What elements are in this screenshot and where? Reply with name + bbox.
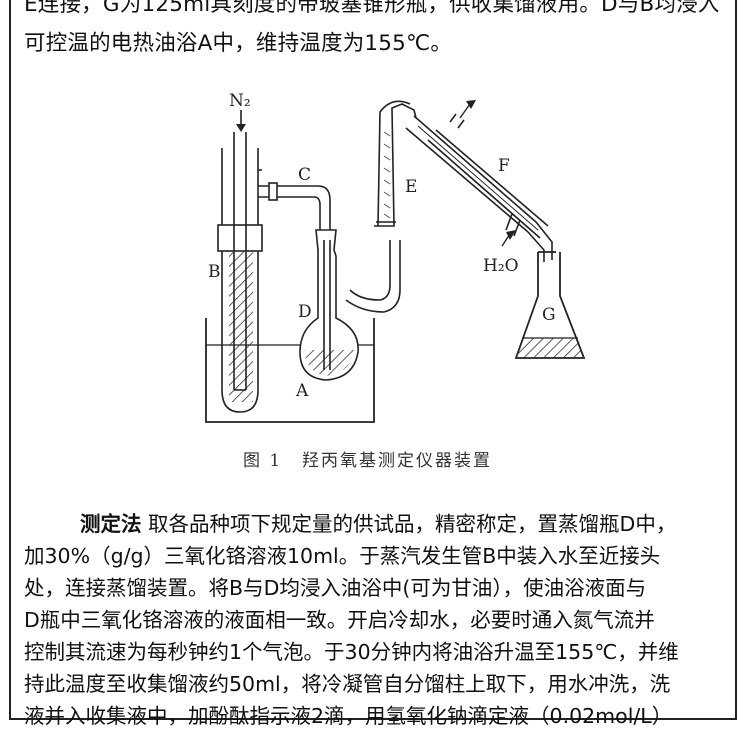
method-line-3: 处，连接蒸馏装置。将B与D均浸入油浴中(可为甘油），使油浴液面与 <box>24 576 647 600</box>
condenser-f <box>405 113 553 262</box>
label-b: B <box>208 262 221 282</box>
connecting-tube-c <box>258 182 331 230</box>
label-d: D <box>298 302 312 322</box>
label-g: G <box>542 305 556 325</box>
nitrogen-inlet-arrow <box>236 110 246 132</box>
intro-line-2: 可控温的电热油浴A中，维持温度为155℃。 <box>24 31 453 56</box>
method-line-4: D瓶中三氧化铬溶液的液面相一致。开启冷却水，必要时通入氮气流并 <box>24 608 655 632</box>
fractionating-column-e <box>374 100 417 227</box>
apparatus-figure: N₂ A B C D E F G H₂O 图 1 羟丙氧基测定仪器装置 <box>205 91 586 471</box>
method-line-6: 持此温度至收集馏液约50ml，将冷凝管自分馏柱上取下，用水冲洗，洗 <box>24 672 671 696</box>
method-line-5: 控制其流速为每秒钟约1个气泡。于30分钟内将油浴升温至155℃，并维 <box>24 640 679 664</box>
water-inlet-arrow <box>501 230 516 247</box>
water-outlet-arrow <box>459 100 476 119</box>
method-line-7: 液并入收集液中，加酚酞指示液2滴，用氢氧化钠滴定液（0.02mol/L） <box>24 704 673 728</box>
method-paragraph: 测定法 取各品种项下规定量的供试品，精密称定，置蒸馏瓶D中， 加30%（g/g）… <box>24 508 724 732</box>
label-n2: N₂ <box>229 91 251 111</box>
label-f: F <box>498 156 510 176</box>
label-c: C <box>298 165 311 185</box>
distillation-flask-d <box>299 229 401 381</box>
figure-caption-text: 羟丙氧基测定仪器装置 <box>302 451 492 471</box>
label-a: A <box>295 381 309 401</box>
method-line-2: 加30%（g/g）三氧化铬溶液10ml。于蒸汽发生管B中装入水至近接头 <box>24 544 661 568</box>
label-e: E <box>405 177 417 197</box>
intro-line-1: E连接，G为125ml具刻度的带玻塞锥形瓶，供收集馏液用。D与B均浸入 <box>24 0 720 17</box>
steam-generator-tube-b <box>217 132 263 413</box>
receiving-flask-g <box>514 251 586 359</box>
method-heading: 测定法 <box>80 512 142 536</box>
method-line-1: 测定法 取各品种项下规定量的供试品，精密称定，置蒸馏瓶D中， <box>80 512 677 536</box>
label-h2o: H₂O <box>483 256 519 276</box>
figure-caption-number: 图 1 <box>243 451 282 471</box>
